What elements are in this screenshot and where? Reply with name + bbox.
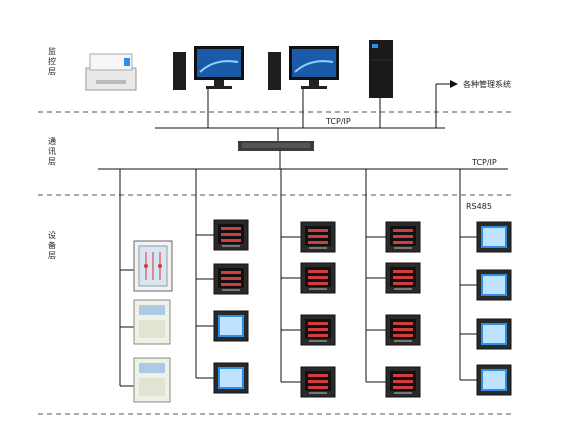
power-meter-icon: [300, 221, 336, 253]
power-meter-icon: [213, 362, 249, 394]
power-meter-icon: [385, 262, 421, 294]
power-meter-icon: [213, 310, 249, 342]
power-meter-icon: [476, 318, 512, 350]
power-meter-icon: [213, 263, 249, 295]
power-meter-icon: [300, 314, 336, 346]
rs485-label: RS485: [466, 202, 492, 211]
svg-text:层: 层: [48, 157, 56, 166]
svg-text:层: 层: [48, 251, 56, 260]
power-meter-icon: [300, 366, 336, 398]
tcp-label-top: TCP/IP: [325, 117, 351, 126]
svg-text:层: 层: [48, 67, 56, 76]
workstation-icon: [268, 46, 339, 90]
svg-text:监: 监: [48, 46, 56, 56]
tcp-label-mid: TCP/IP: [471, 158, 497, 167]
layer-label-device: 设备层: [48, 230, 56, 260]
protection-relay-icon: [133, 357, 171, 403]
layer-label-monitor: 监控层: [48, 46, 56, 76]
power-meter-icon: [213, 219, 249, 251]
protection-panel-icon: [133, 240, 173, 292]
protection-relay-icon: [133, 299, 171, 345]
power-meter-icon: [385, 366, 421, 398]
power-meter-icon: [476, 269, 512, 301]
svg-text:讯: 讯: [48, 147, 56, 156]
svg-text:备: 备: [48, 240, 56, 250]
printer-icon: [85, 53, 137, 91]
svg-text:设: 设: [48, 230, 56, 240]
workstation-icon: [173, 46, 244, 90]
server-icon: [369, 40, 393, 98]
power-meter-icon: [385, 221, 421, 253]
power-meter-icon: [300, 262, 336, 294]
management-systems-label: 各种管理系统: [463, 79, 511, 89]
layer-label-comm: 通讯层: [48, 136, 56, 166]
svg-text:通: 通: [48, 136, 56, 146]
network-switch-icon: [238, 141, 314, 151]
svg-text:控: 控: [48, 56, 56, 66]
power-meter-icon: [385, 314, 421, 346]
power-meter-icon: [476, 221, 512, 253]
power-meter-icon: [476, 364, 512, 396]
